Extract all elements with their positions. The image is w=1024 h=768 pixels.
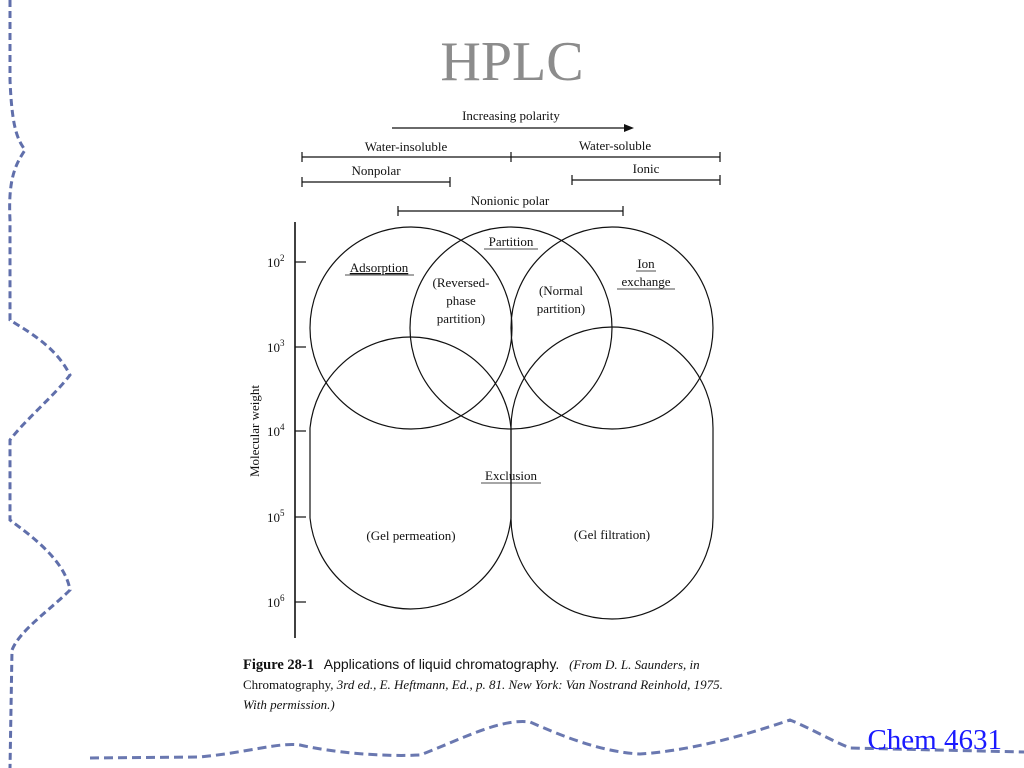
vertical-trace — [8, 0, 72, 768]
nonpolar-label: Nonpolar — [351, 163, 401, 178]
y-tick-label: 103 — [267, 338, 285, 355]
y-tick-label: 105 — [267, 508, 285, 525]
gel-permeation-label: (Gel permeation) — [366, 528, 455, 543]
partition-label: Partition — [489, 234, 534, 249]
y-axis-label: Molecular weight — [247, 385, 262, 477]
exclusion-label: Exclusion — [485, 468, 537, 483]
figure-source: 3rd ed., E. Heftmann, Ed., p. 81. New Yo… — [336, 677, 723, 692]
reversed-phase-label: (Reversed- — [432, 275, 489, 290]
water-soluble-label: Water-soluble — [579, 138, 652, 153]
ion-exchange-label: Ion — [637, 256, 655, 271]
y-tick-label: 102 — [267, 253, 285, 270]
normal-partition-label: partition) — [537, 301, 585, 316]
y-tick-label: 104 — [267, 422, 285, 439]
region-shapes — [309, 226, 714, 620]
ionic-label: Ionic — [633, 161, 660, 176]
adsorption-label: Adsorption — [350, 260, 409, 275]
reversed-phase-label: partition) — [437, 311, 485, 326]
nonionic-polar-label: Nonionic polar — [471, 193, 550, 208]
slide-title: HPLC — [440, 31, 584, 93]
gel-permeation-shape — [309, 336, 512, 610]
figure-source-book: Chromatography, — [243, 677, 334, 692]
normal-partition-label: (Normal — [539, 283, 583, 298]
gel-filtration-shape — [510, 326, 714, 620]
gel-filtration-label: (Gel filtration) — [574, 527, 650, 542]
adsorption-circle — [309, 226, 513, 430]
ion-exchange-label: exchange — [621, 274, 670, 289]
water-insoluble-label: Water-insoluble — [365, 139, 448, 154]
figure-number: Figure 28-1 — [243, 657, 315, 673]
ion-exchange-circle — [510, 226, 714, 430]
y-tick-label: 106 — [267, 593, 285, 610]
y-axis-ticks — [295, 261, 306, 603]
figure-source: With permission.) — [243, 697, 335, 712]
figure-caption: Figure 28-1 Applications of liquid chrom… — [243, 654, 783, 715]
figure-text: Applications of liquid chromatography. — [323, 656, 560, 672]
figure-source: (From D. L. Saunders, in — [569, 657, 700, 672]
horizontal-trace — [89, 718, 1024, 760]
increasing-polarity-label: Increasing polarity — [462, 108, 560, 123]
range-bars — [301, 152, 721, 216]
reversed-phase-label: phase — [446, 293, 476, 308]
course-label: Chem 4631 — [867, 724, 1002, 756]
polarity-arrowhead — [624, 124, 634, 132]
